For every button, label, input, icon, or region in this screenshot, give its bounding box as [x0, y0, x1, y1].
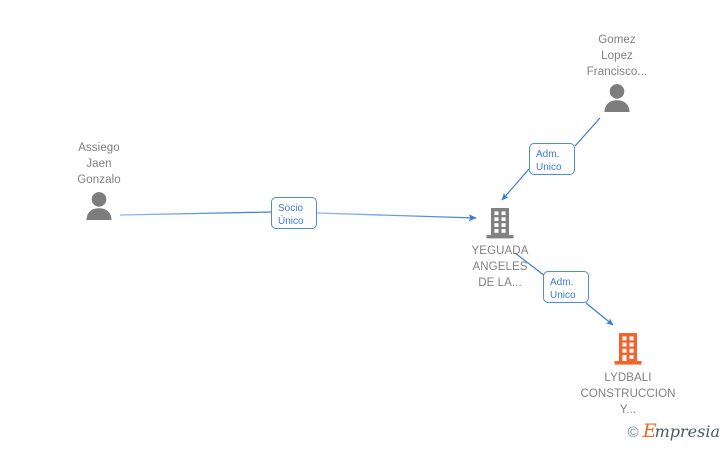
company-icon [486, 208, 514, 239]
node-label: Assiego Jaen Gonzalo [77, 142, 121, 186]
person-icon [86, 192, 112, 220]
node-person-assiego[interactable]: Assiego Jaen Gonzalo [24, 140, 174, 221]
company-icon [614, 333, 642, 365]
node-company-yeguada[interactable]: YEGUADA ANGELES DE LA... [425, 206, 575, 291]
edge-gomez-to-adm-unico-top [574, 117, 601, 147]
edge-adm-unico-bottom-to-lydbali [585, 302, 614, 326]
relation-label-socio-unico[interactable]: Socio Único [271, 197, 317, 229]
brand-initial: E [642, 420, 657, 442]
node-label: Gomez Lopez Francisco... [586, 34, 648, 78]
person-icon [604, 84, 630, 112]
empresia-watermark: © Empresia [628, 422, 720, 442]
relation-label-adm-unico-bottom[interactable]: Adm. Unico [543, 271, 589, 303]
brand-name: mpresia [654, 422, 720, 441]
relation-label-adm-unico-top[interactable]: Adm. Unico [529, 143, 575, 175]
node-label: LYDBALI CONSTRUCCION Y... [580, 372, 676, 416]
copyright-icon: © [627, 423, 639, 441]
node-person-gomez[interactable]: Gomez Lopez Francisco... [542, 32, 692, 113]
edge-adm-unico-top-to-yeguada [501, 168, 530, 201]
node-company-lydbali[interactable]: LYDBALI CONSTRUCCION Y... [553, 331, 703, 418]
node-label: YEGUADA ANGELES DE LA... [471, 245, 529, 289]
